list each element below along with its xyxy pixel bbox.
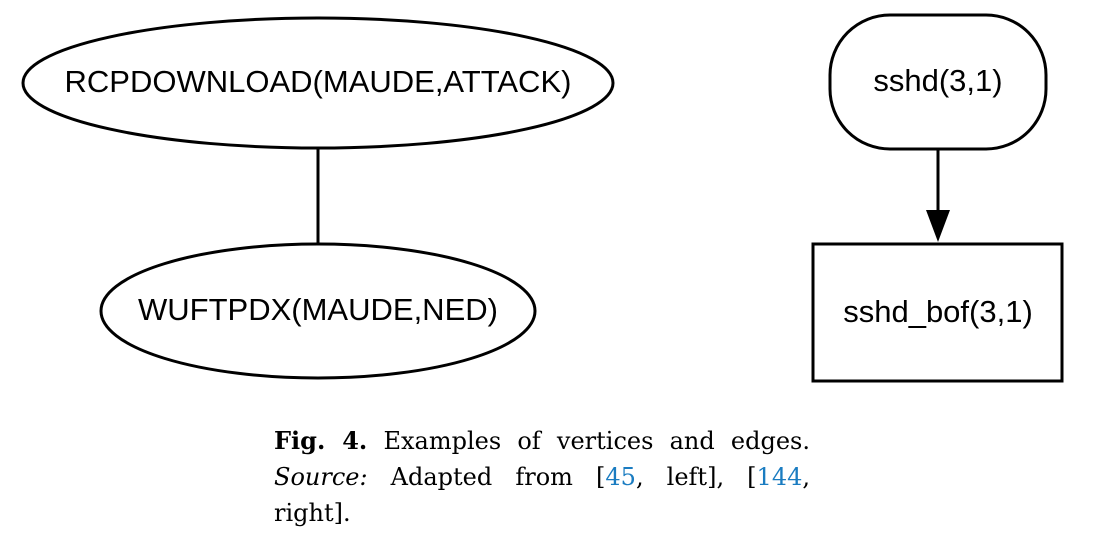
reference-link-144[interactable]: 144 [756, 463, 803, 491]
arrowhead-icon [926, 210, 950, 242]
caption-text: Examples of vertices and edges. [383, 427, 811, 455]
source-label: Source: [274, 463, 368, 491]
vertex-label-sshd: sshd(3,1) [873, 63, 1002, 98]
vertex-rect-box [811, 242, 1064, 383]
source-text-1: Adapted from [ [390, 463, 606, 491]
vertex-ellipse-bottom [99, 242, 537, 380]
vertex-ellipse-top [21, 16, 615, 150]
reference-link-45[interactable]: 45 [605, 463, 636, 491]
figure-caption: Fig. 4. Examples of vertices and edges. … [274, 423, 810, 531]
source-text-2: , left], [ [635, 463, 757, 491]
vertex-label-sshd-bof: sshd_bof(3,1) [843, 294, 1033, 329]
vertex-label-rcpdownload: RCPDOWNLOAD(MAUDE,ATTACK) [65, 64, 572, 99]
figure-label: Fig. 4. [274, 426, 368, 455]
vertex-label-wuftpdx: WUFTPDX(MAUDE,NED) [138, 292, 498, 327]
source-text-3: , right]. [274, 463, 810, 527]
vertex-rounded-box [828, 13, 1048, 151]
diagram: RCPDOWNLOAD(MAUDE,ATTACK) WUFTPDX(MAUDE,… [21, 13, 1064, 383]
